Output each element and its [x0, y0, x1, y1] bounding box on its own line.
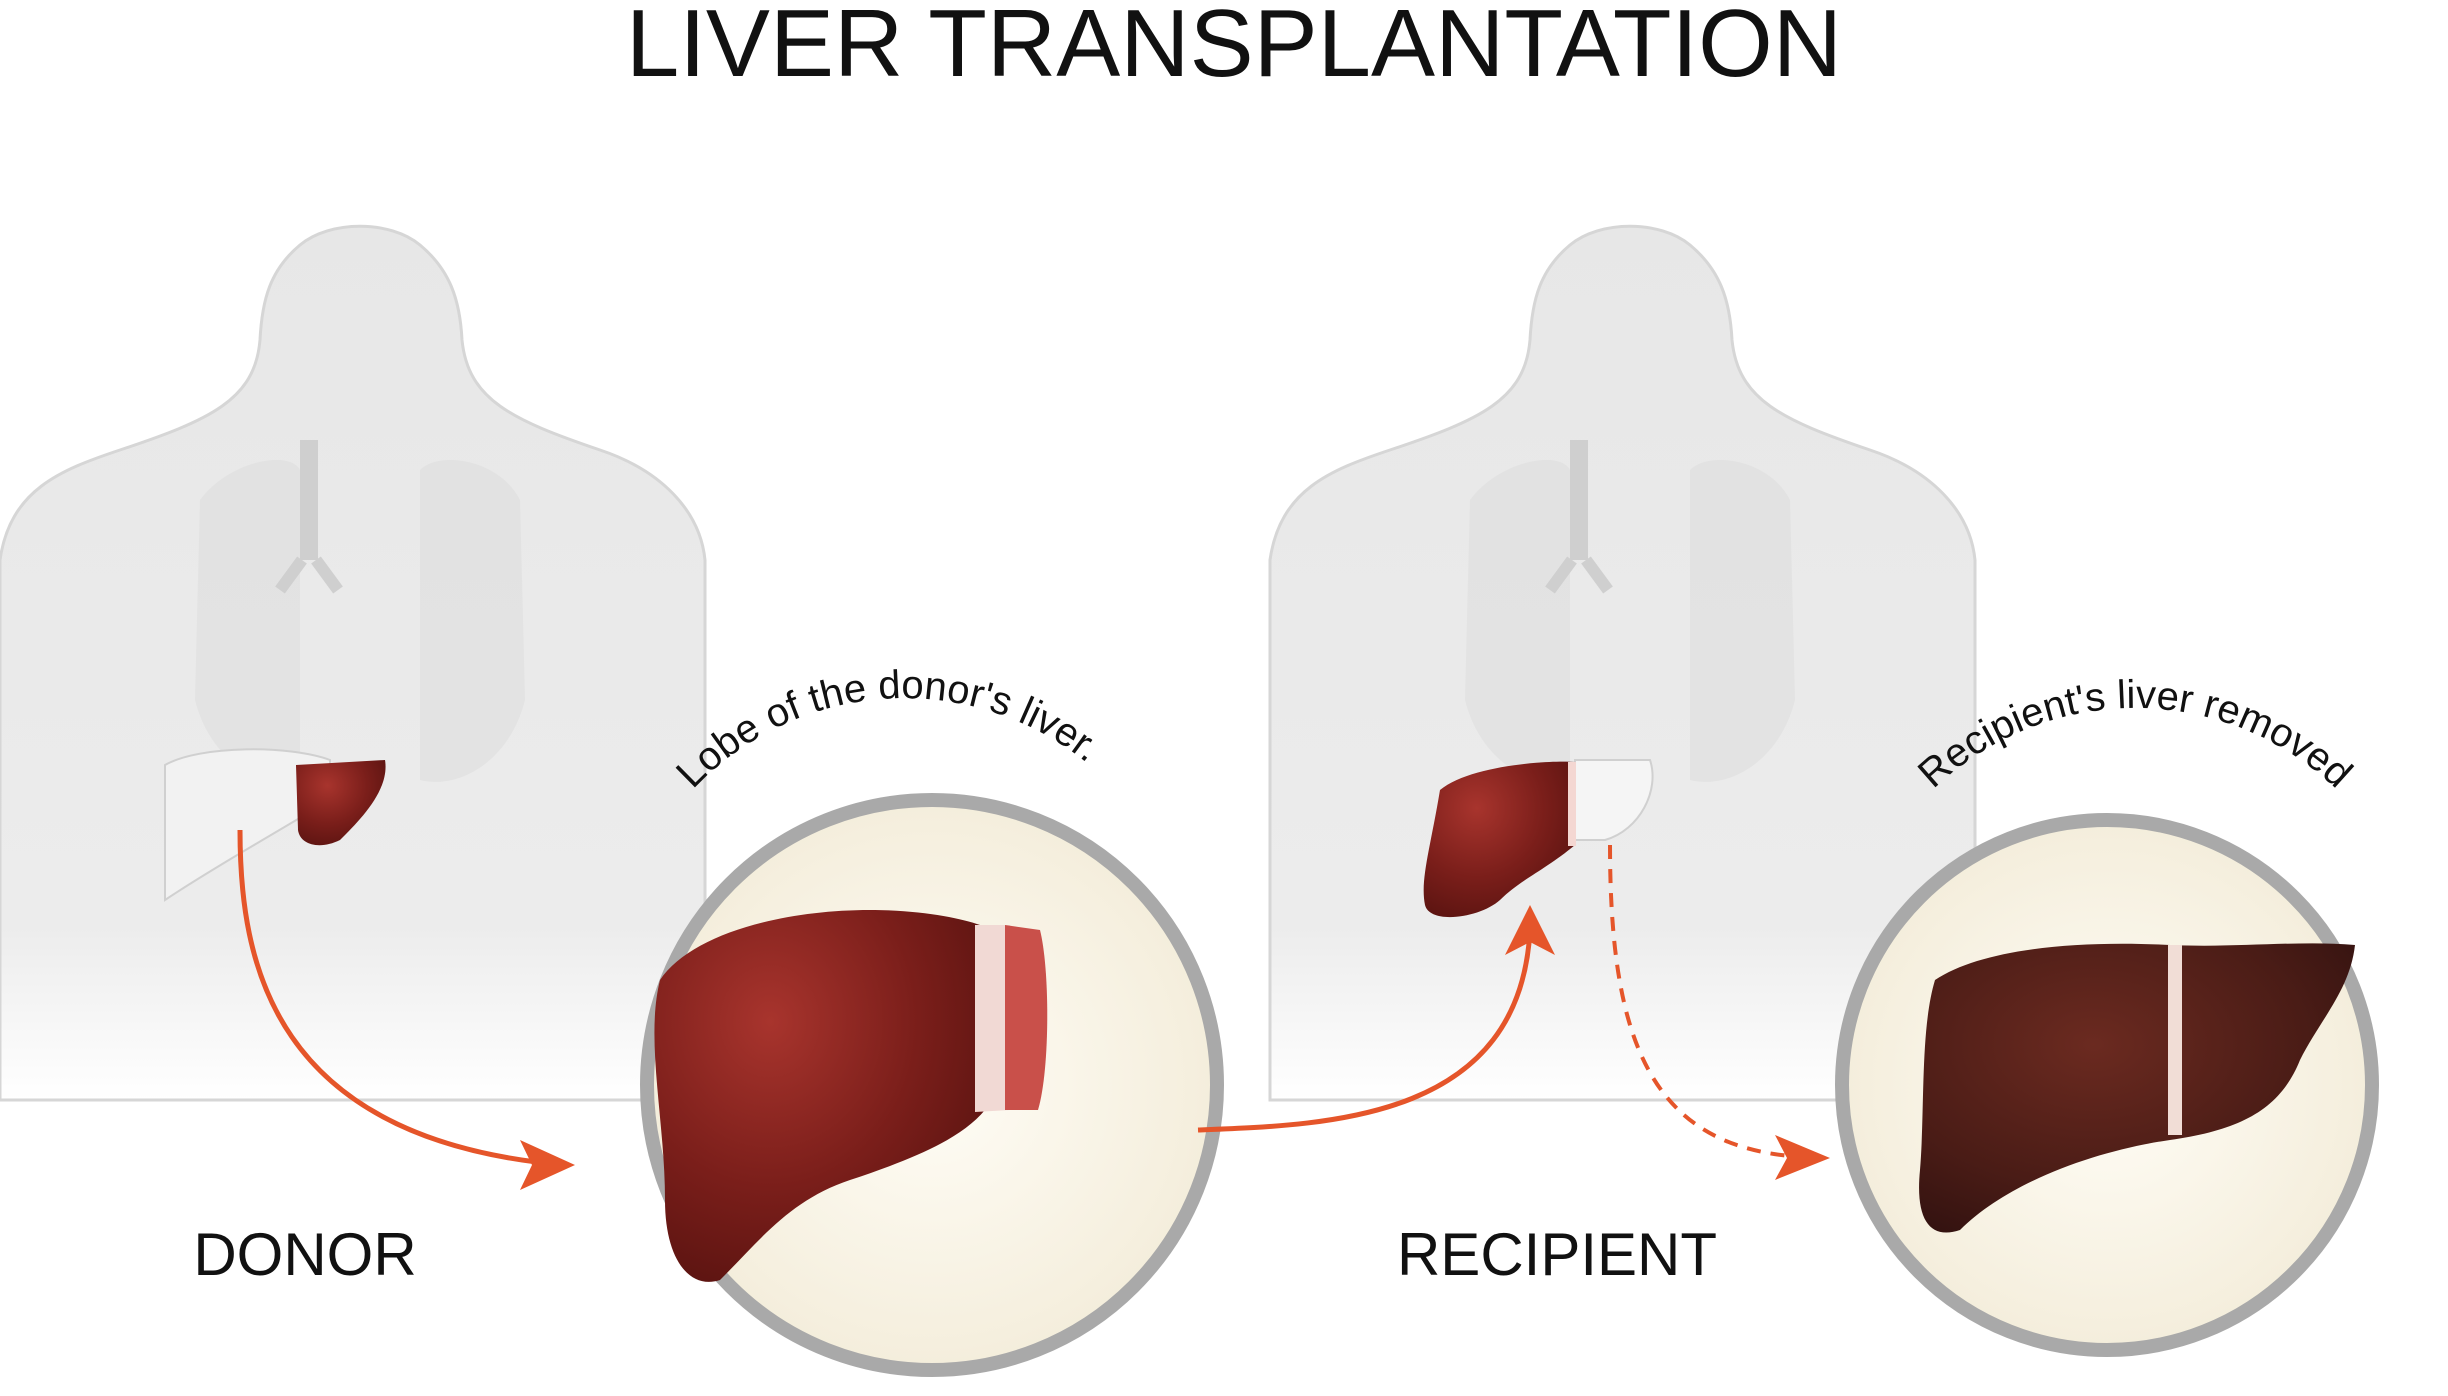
recipient-label: RECIPIENT	[1397, 1221, 1717, 1288]
liver-icon	[654, 910, 1048, 1282]
donor-label: DONOR	[193, 1221, 416, 1288]
arrow-icon	[1608, 844, 1830, 1180]
recipient-callout-label: Recipient's liver removed	[1910, 673, 2360, 796]
recipient-body-icon	[1268, 224, 1977, 1102]
recipient-removed-liver-magnifier	[1835, 813, 2379, 1357]
arrow-icon	[1197, 905, 1555, 1133]
diagram-title: LIVER TRANSPLANTATION	[626, 0, 1842, 97]
donor-lobe-magnifier	[640, 793, 1224, 1377]
liver-icon	[1919, 943, 2355, 1233]
donor-body-icon	[0, 224, 707, 1102]
arrow-icon	[237, 829, 575, 1190]
donor-callout-label: Lobe of the donor's liver.	[668, 663, 1109, 796]
